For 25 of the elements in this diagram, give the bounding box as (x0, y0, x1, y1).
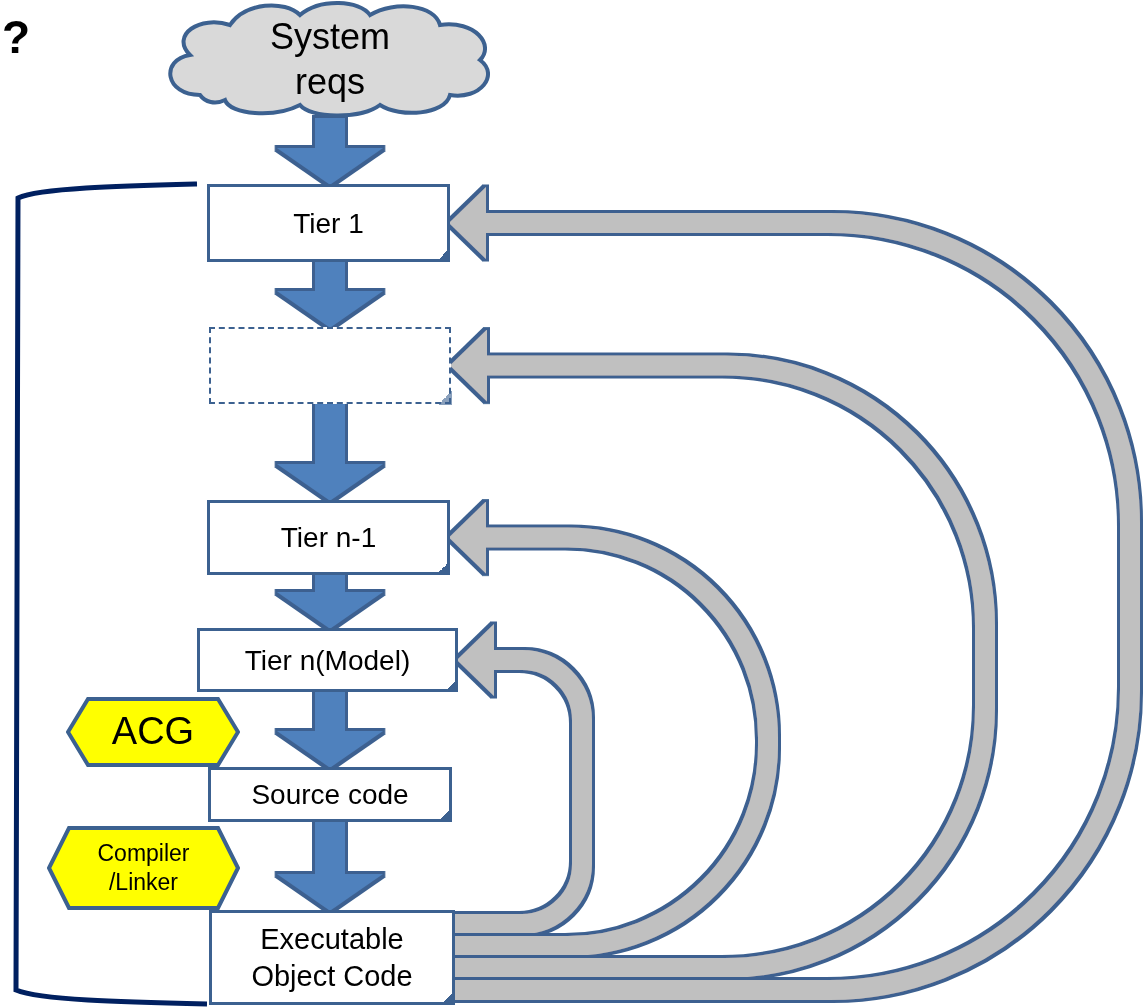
node-label: Tier 1 (293, 206, 364, 241)
process-box (208, 767, 452, 822)
flow-arrow (277, 692, 383, 768)
node-label: Tier n(Model) (244, 643, 411, 678)
process-box (207, 500, 450, 575)
flow-arrow (277, 575, 383, 629)
flow-arrow (277, 404, 383, 501)
node-label: System reqs (269, 15, 391, 104)
flow-arrow (277, 262, 383, 328)
process-box (209, 910, 455, 1005)
node-label: Compiler /Linker (96, 839, 191, 897)
node-label: ACG (111, 709, 195, 755)
process-box (197, 628, 458, 692)
placeholder-box (209, 327, 451, 404)
feedback-arrow (448, 501, 778, 956)
node-label: Executable Object Code (250, 922, 414, 994)
tool-hexagon (47, 826, 240, 910)
node-label: Source code (251, 778, 409, 812)
flow-arrow (277, 118, 383, 185)
feedback-arrow (448, 187, 1140, 1000)
tool-hexagon (66, 697, 240, 767)
question-mark-label: ? (2, 10, 31, 64)
process-box (207, 184, 450, 262)
node-label: Tier n-1 (280, 521, 377, 555)
flow-arrow (277, 822, 383, 911)
